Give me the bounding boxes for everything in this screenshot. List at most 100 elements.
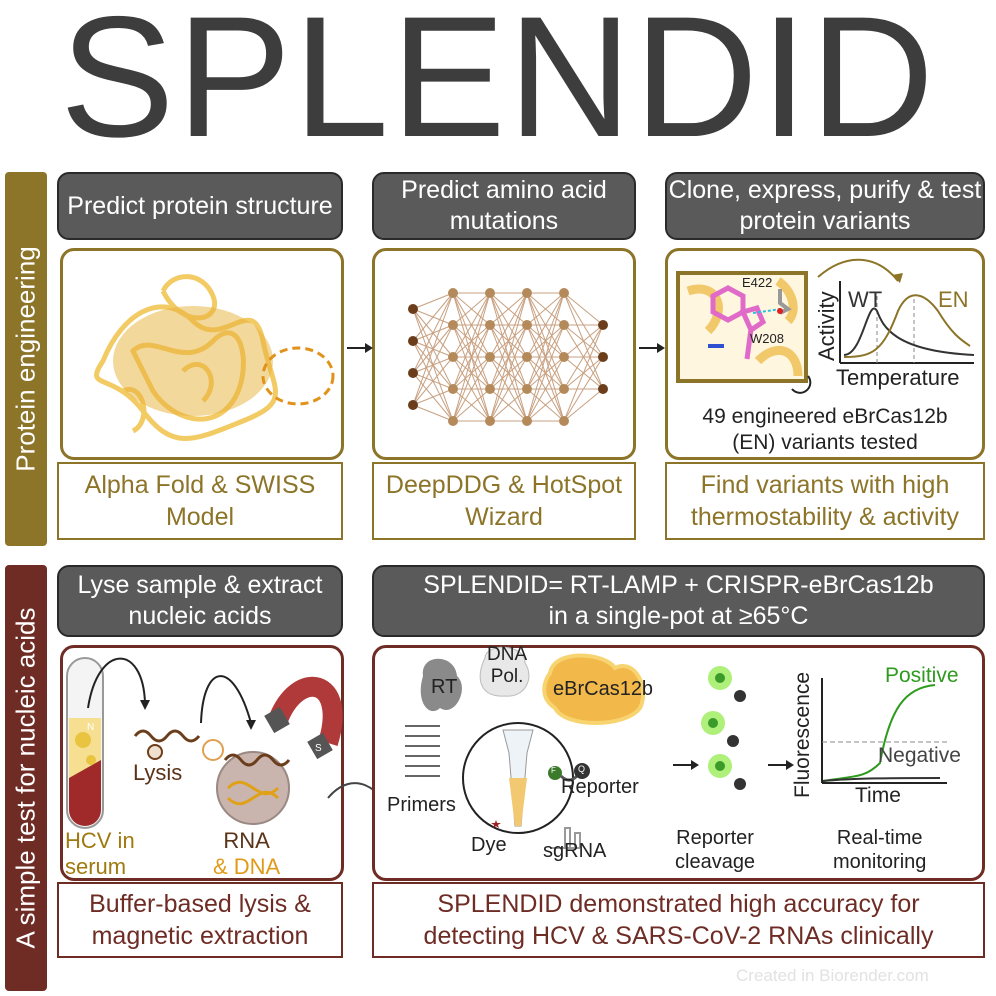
nn-edge <box>412 292 454 374</box>
step-header: Predict protein structure <box>57 172 343 240</box>
nn-node <box>598 320 608 330</box>
series-en: EN <box>938 287 969 312</box>
panel-caption: 49 engineered eBrCas12b <box>702 405 948 428</box>
nn-node <box>522 384 532 394</box>
arrow-icon <box>639 343 665 353</box>
quencher-icon <box>734 690 746 702</box>
sample-line: serum <box>65 854 127 879</box>
lysis-extraction-panel: N S Lysis HCV in serum RNA & DNA <box>60 645 392 881</box>
sidebar-nucleic-acid-test: A simple test for nucleic acids <box>5 565 47 991</box>
nn-edge <box>563 324 604 358</box>
sample-label: HCV in serum <box>65 828 135 880</box>
magnet-n: N <box>87 722 95 733</box>
nn-node <box>448 352 458 362</box>
nn-edge <box>489 356 528 422</box>
nn-node <box>485 352 495 362</box>
nn-edge <box>412 292 454 310</box>
plot-ylabel: Fluorescence <box>791 671 814 798</box>
nn-edge <box>563 388 604 422</box>
nn-edge <box>452 324 491 422</box>
tool-label: Find variants with high thermostability … <box>665 462 985 540</box>
nn-edge <box>412 388 454 406</box>
watermark: Created in Biorender.com <box>736 966 929 985</box>
summary-label: Buffer-based lysis & magnetic extraction <box>57 882 343 958</box>
cleavage-line: cleavage <box>675 851 756 873</box>
nn-node <box>522 352 532 362</box>
nn-node <box>559 288 569 298</box>
nn-node <box>485 384 495 394</box>
quencher-icon <box>727 735 739 747</box>
plot-xlabel: Temperature <box>836 365 960 390</box>
sidebar-label: A simple test for nucleic acids <box>10 607 41 949</box>
nn-node <box>448 384 458 394</box>
header-line: SPLENDID= RT-LAMP + CRISPR-eBrCas12b <box>423 571 934 599</box>
nn-edge <box>489 292 528 422</box>
neural-network-diagram <box>408 288 608 426</box>
nn-node <box>598 352 608 362</box>
protein-structure-panel <box>60 248 344 460</box>
nn-node <box>598 384 608 394</box>
nn-edge <box>489 292 528 358</box>
nn-node <box>485 320 495 330</box>
nn-node <box>408 368 418 378</box>
plot-ylabel: Activity <box>814 291 839 361</box>
neural-network-panel <box>372 248 636 460</box>
nn-node <box>559 320 569 330</box>
summary-label: SPLENDID demonstrated high accuracy for … <box>372 882 985 958</box>
product-label: RNA & DNA <box>213 828 280 880</box>
reporter-label: Reporter <box>561 776 639 798</box>
nn-node <box>485 288 495 298</box>
nn-edge <box>489 292 528 326</box>
nn-edge <box>563 324 604 390</box>
quencher-icon <box>734 778 746 790</box>
nn-edge <box>412 356 454 406</box>
nn-edge <box>526 388 565 422</box>
nn-edge <box>412 292 454 406</box>
nn-node <box>522 320 532 330</box>
residue-label: W208 <box>750 331 784 346</box>
nn-edge <box>412 324 454 406</box>
nn-edge <box>526 356 565 422</box>
sgrna-label: sgRNA <box>543 840 607 862</box>
nn-edge <box>563 356 604 422</box>
pol-line: Pol. <box>490 666 524 687</box>
magnet-s: S <box>315 743 322 754</box>
fluorophore-core <box>715 673 725 683</box>
step-header: Predict amino acid mutations <box>372 172 636 240</box>
rt-label: RT <box>431 676 458 698</box>
dye-label: Dye <box>471 834 507 856</box>
nn-edge <box>452 388 491 422</box>
nn-edge <box>489 324 528 422</box>
negative-label: Negative <box>878 744 961 767</box>
nn-edge <box>489 388 528 422</box>
primers-label: Primers <box>387 794 456 816</box>
nn-node <box>485 416 495 426</box>
arrow-icon <box>347 343 373 353</box>
residue-label: E422 <box>742 275 773 290</box>
tool-label: DeepDDG & HotSpot Wizard <box>372 462 636 540</box>
nn-edge <box>452 292 491 422</box>
nn-edge <box>489 292 528 390</box>
protein-structure-image <box>94 274 335 441</box>
quencher-label: Q <box>578 764 586 774</box>
nn-edge <box>526 292 565 326</box>
dna-pol-label: DNA Pol. <box>487 644 527 688</box>
step-header: SPLENDID= RT-LAMP + CRISPR-eBrCas12b in … <box>372 565 985 637</box>
nn-node <box>522 416 532 426</box>
fluorophore-label: F <box>551 766 556 775</box>
variant-testing-panel: E422 W208 Activity WT EN Temperature 49 … <box>665 248 985 460</box>
header-line: in a single-pot at ≥65°C <box>548 602 809 630</box>
product-line: & DNA <box>213 854 281 879</box>
nn-edge <box>526 292 565 358</box>
nn-node <box>559 384 569 394</box>
nn-edge <box>526 324 565 422</box>
cas-label: eBrCas12b <box>553 678 654 700</box>
fluorophore-core <box>708 718 718 728</box>
nn-edge <box>526 292 565 390</box>
splendid-reaction-panel: RT DNA Pol. eBrCas12b Primers Dye Report… <box>372 644 985 881</box>
lysis-illustration <box>66 657 392 829</box>
nn-edge <box>526 292 565 422</box>
plot-xlabel: Time <box>855 784 901 807</box>
nn-node <box>408 304 418 314</box>
